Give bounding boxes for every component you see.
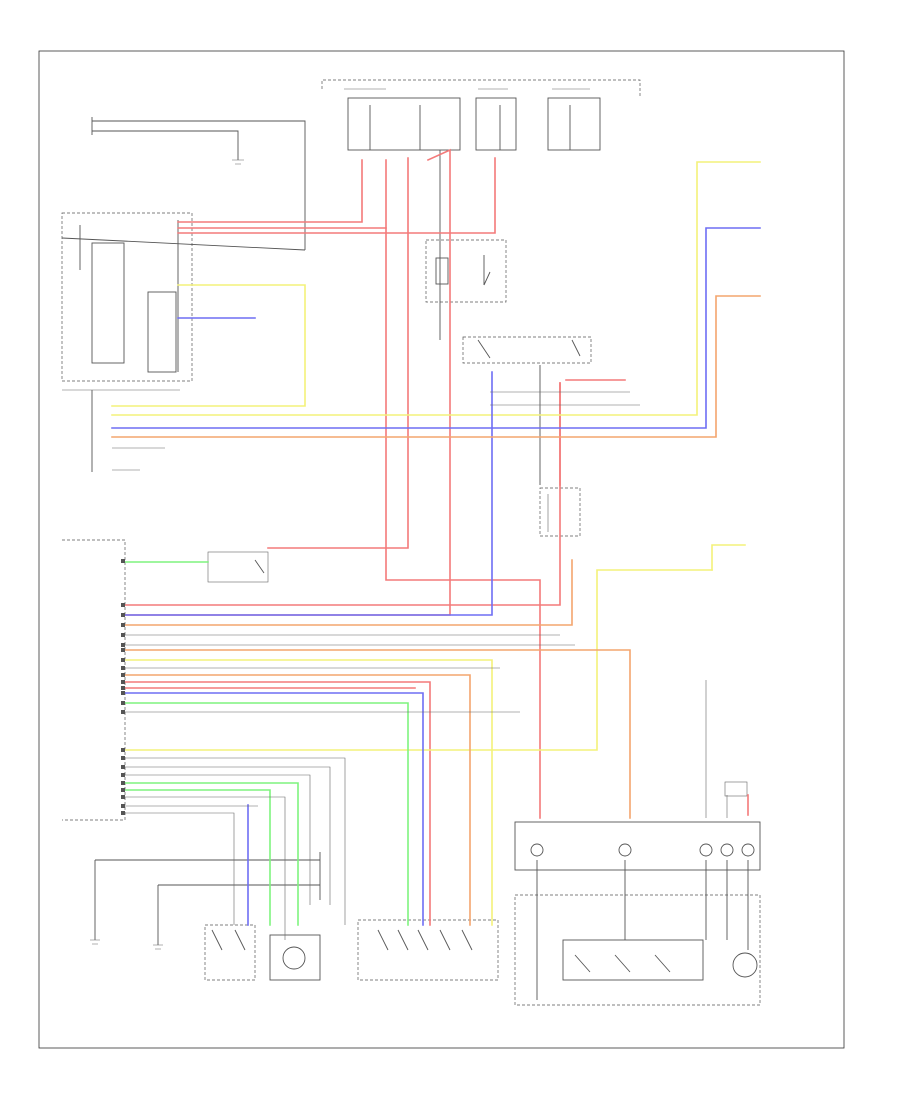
- ground-grid: [90, 852, 321, 950]
- cruise-main-switch: [204, 924, 256, 981]
- throttle-sensor: [269, 934, 321, 981]
- wire-green: [124, 561, 409, 926]
- wire-gray: [112, 391, 728, 940]
- wire-red: [124, 148, 749, 926]
- wire-orange: [111, 295, 761, 926]
- left-joint-connector: [91, 117, 306, 250]
- steering-connector: [724, 781, 748, 797]
- clutch-switch: [207, 551, 269, 583]
- pedal-sensor: [357, 919, 499, 981]
- ecm-main: [62, 539, 269, 821]
- fuse-block: [321, 79, 641, 151]
- relay: [425, 150, 507, 340]
- wire-yellow: [111, 161, 761, 926]
- left-mid-connector: [62, 389, 180, 472]
- ecm-pin-markers: [121, 559, 125, 815]
- wire-blue: [111, 227, 761, 926]
- diagram-frame: [38, 50, 845, 1049]
- stop-lamp-switch: [462, 336, 592, 485]
- combination-meter: [514, 821, 761, 1006]
- ecm-upper-box: [61, 212, 306, 382]
